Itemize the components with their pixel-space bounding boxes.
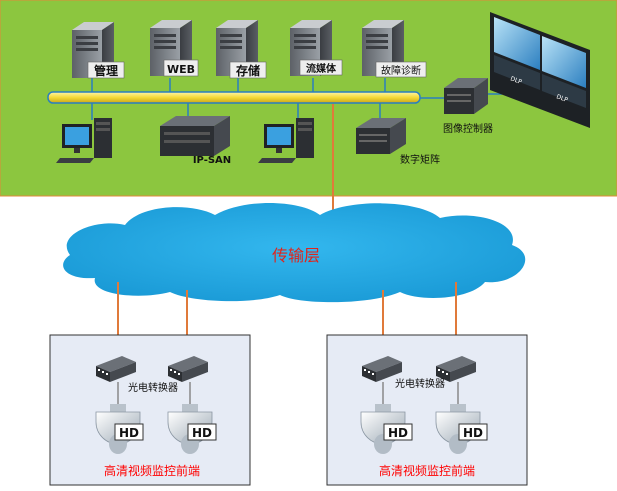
- digital-matrix-label: 数字矩阵: [400, 153, 440, 166]
- ipsan-device: IP-SAN: [160, 116, 231, 166]
- dlp-label-right: DLP: [555, 93, 569, 104]
- image-controller-label: 图像控制器: [443, 122, 493, 135]
- server-web-label: WEB: [167, 63, 195, 76]
- dome-camera: HD: [167, 404, 217, 454]
- server-storage: 存储: [216, 20, 267, 79]
- dlp-video-wall: DLP DLP: [490, 12, 590, 128]
- dome-camera: HD: [95, 404, 144, 454]
- frontend-group-label: 高清视频监控前端: [104, 463, 200, 478]
- image-controller-device: 图像控制器: [443, 78, 493, 135]
- transport-layer-label: 传输层: [272, 246, 320, 265]
- server-storage-label: 存储: [235, 63, 260, 78]
- camera-hd-badge: HD: [463, 426, 483, 440]
- server-web: WEB: [150, 20, 199, 77]
- converter-label: 光电转换器: [395, 377, 445, 390]
- digital-matrix-device: 数字矩阵: [356, 118, 440, 166]
- camera-hd-badge: HD: [119, 426, 139, 440]
- network-bus: [47, 91, 421, 104]
- ipsan-label: IP-SAN: [193, 155, 231, 166]
- server-connectors: [91, 78, 502, 120]
- frontend-group-right: 光电转换器 HD HD 高清视频监控前端: [326, 334, 528, 486]
- server-mgmt-label: 管理: [94, 63, 118, 78]
- camera-hd-badge: HD: [388, 426, 408, 440]
- dome-camera: HD: [435, 404, 488, 454]
- dlp-label-left: DLP: [509, 75, 523, 86]
- server-mgmt: 管理: [72, 22, 125, 79]
- frontend-group-label: 高清视频监控前端: [379, 463, 475, 478]
- server-diagnosis: 故障诊断: [362, 20, 427, 78]
- server-diagnosis-label: 故障诊断: [381, 64, 421, 77]
- server-streaming: 流媒体: [290, 20, 343, 76]
- dome-camera: HD: [360, 404, 413, 454]
- server-streaming-label: 流媒体: [306, 62, 337, 75]
- camera-hd-badge: HD: [192, 426, 212, 440]
- converter-label: 光电转换器: [128, 381, 178, 394]
- frontend-group-left: 光电转换器 HD HD 高清视频监控前端: [49, 334, 251, 486]
- transport-cloud: 传输层: [63, 202, 526, 303]
